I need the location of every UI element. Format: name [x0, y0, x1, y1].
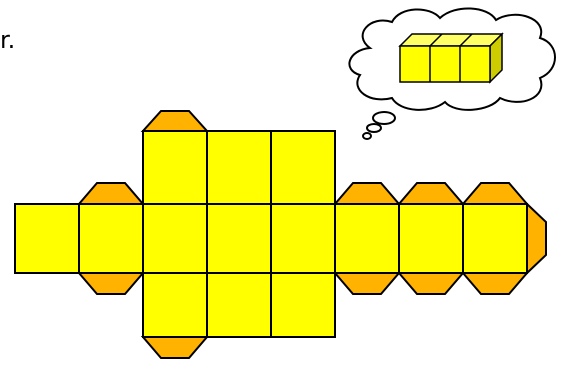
bubble-dot-large [373, 112, 395, 124]
tab-right3-bottom [463, 273, 527, 294]
cuboid-front-face [400, 46, 490, 82]
thought-bubble-icon [349, 8, 555, 139]
tab-right1-top [335, 183, 399, 204]
net-square [143, 131, 207, 204]
tab-bottom [143, 337, 207, 358]
net-square [143, 204, 207, 273]
net-square [79, 204, 143, 273]
net-square [335, 204, 399, 273]
bubble-dot-medium [367, 124, 381, 132]
cuboid-3x1x1-icon [400, 34, 502, 82]
tab-right3-top [463, 183, 527, 204]
net-square [207, 273, 271, 337]
tab-right2-bottom [399, 273, 463, 294]
tab-left-bottom [79, 273, 143, 294]
net-square [207, 131, 271, 204]
net-square [271, 131, 335, 204]
tab-top [143, 111, 207, 131]
net-squares [15, 131, 527, 337]
net-square [271, 204, 335, 273]
tab-right1-bottom [335, 273, 399, 294]
bubble-dot-small [363, 133, 371, 139]
tab-right-end [527, 204, 546, 273]
net-square [143, 273, 207, 337]
net-square [463, 204, 527, 273]
net-square [271, 273, 335, 337]
cuboid-top-face [400, 34, 502, 46]
net-square [399, 204, 463, 273]
tab-left-top [79, 183, 143, 204]
net-square [15, 204, 79, 273]
net-square [207, 204, 271, 273]
tab-right2-top [399, 183, 463, 204]
